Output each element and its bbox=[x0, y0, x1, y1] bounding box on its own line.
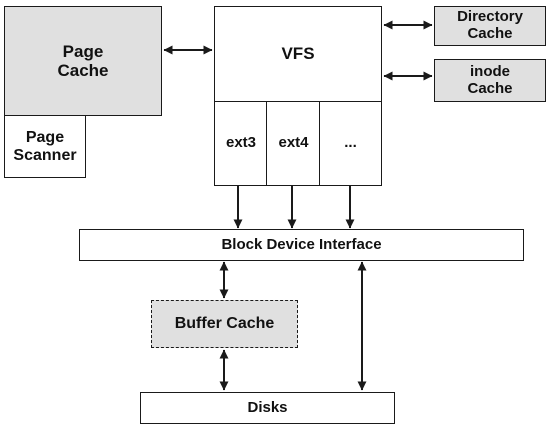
buffer-cache-box: Buffer Cache bbox=[151, 300, 298, 348]
page-cache-label-line2: Cache bbox=[57, 61, 109, 80]
vfs-box: VFS bbox=[214, 6, 382, 102]
page-cache-box: Page Cache bbox=[4, 6, 162, 116]
vfs-label: VFS bbox=[281, 44, 315, 64]
page-scanner-label-line1: Page bbox=[25, 128, 65, 146]
directory-cache-label-line2: Cache bbox=[467, 25, 513, 42]
fs-ext3-label: ext3 bbox=[225, 134, 257, 152]
disks-label: Disks bbox=[247, 398, 288, 416]
page-scanner-box: Page Scanner bbox=[4, 115, 86, 178]
buffer-cache-label: Buffer Cache bbox=[174, 315, 275, 333]
page-scanner-label-line2: Scanner bbox=[13, 146, 77, 164]
disks-box: Disks bbox=[140, 392, 395, 424]
inode-cache-label-line2: Cache bbox=[467, 79, 513, 97]
fs-cell-other: ... bbox=[319, 101, 382, 186]
fs-other-label: ... bbox=[344, 134, 357, 152]
inode-cache-label-line1: inode bbox=[470, 62, 510, 80]
fs-ext4-label: ext4 bbox=[278, 134, 309, 152]
page-cache-label-line1: Page bbox=[62, 41, 104, 61]
directory-cache-label-line1: Directory bbox=[457, 8, 523, 26]
inode-cache-box: inode Cache bbox=[434, 59, 546, 102]
fs-cell-ext3: ext3 bbox=[214, 101, 268, 186]
fs-cell-ext4: ext4 bbox=[266, 101, 321, 186]
directory-cache-box: Directory Cache bbox=[434, 6, 546, 46]
block-device-interface-label: Block Device Interface bbox=[221, 235, 382, 253]
block-device-interface-box: Block Device Interface bbox=[79, 229, 524, 261]
